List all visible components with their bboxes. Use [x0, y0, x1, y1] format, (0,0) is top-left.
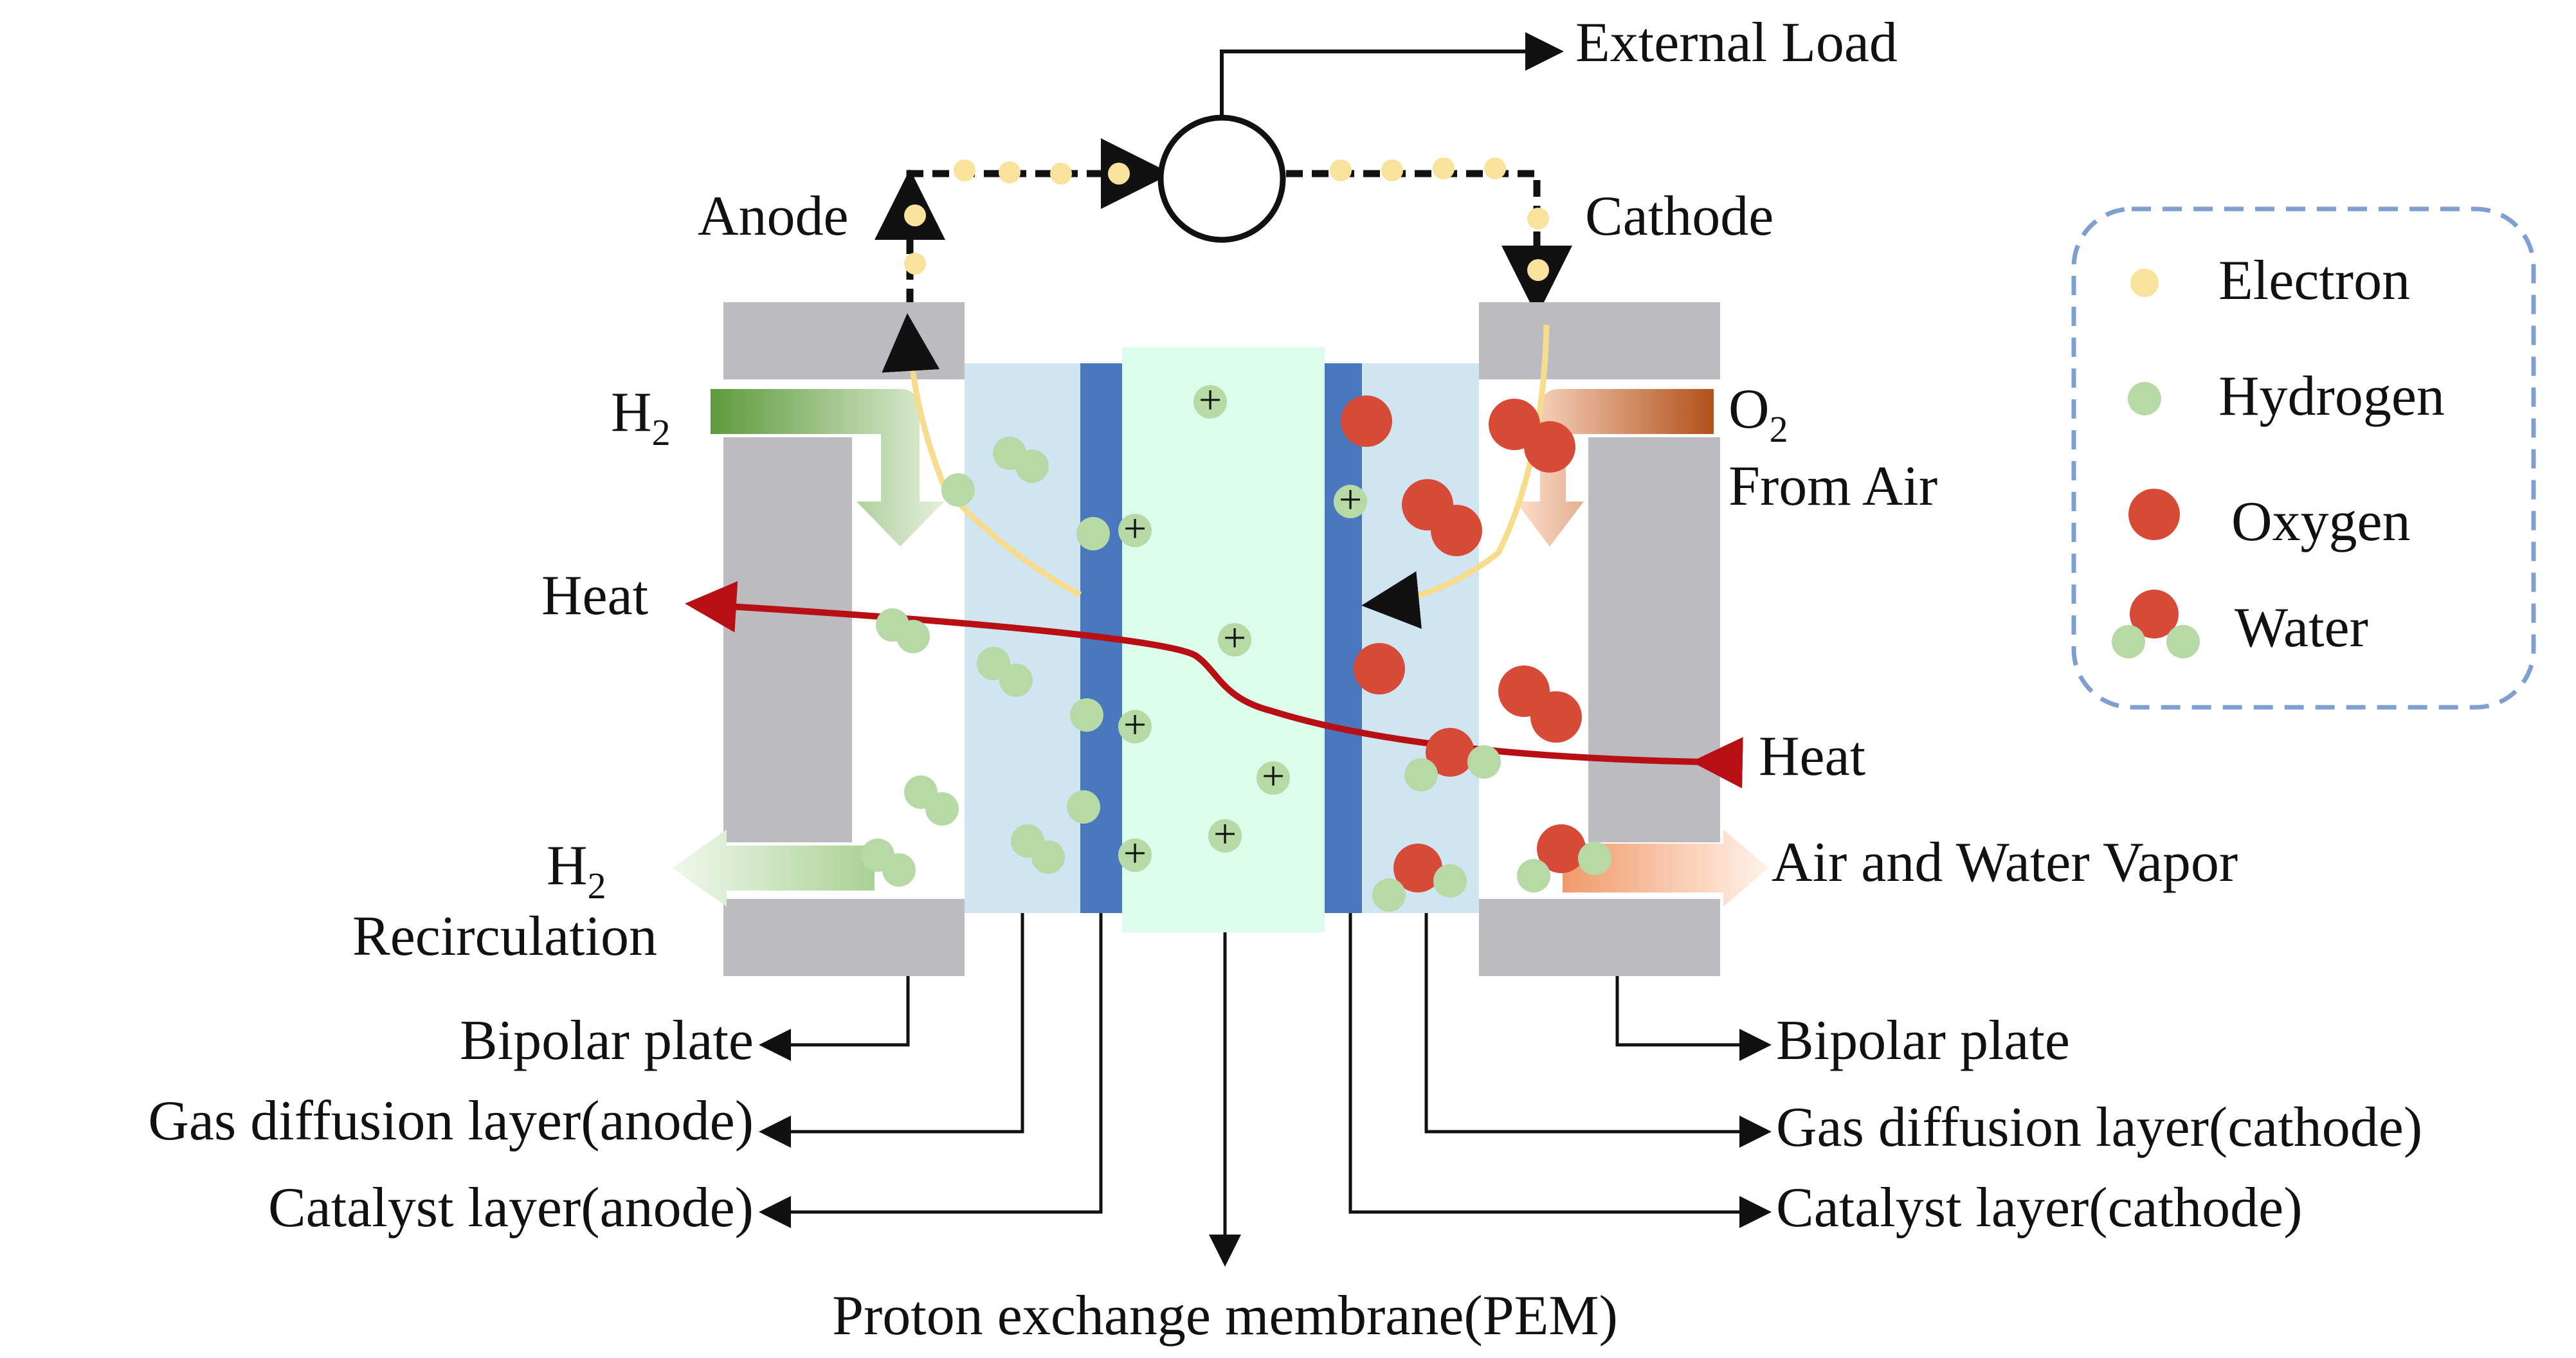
legend-water-swatch	[2130, 590, 2179, 638]
circuit-wire-left	[906, 138, 1172, 305]
gas-diffusion-layer-cathode	[1362, 363, 1479, 913]
air-water-vapor-arrow	[1563, 829, 1768, 907]
external-load-symbol	[1157, 114, 1286, 243]
air-water-vapor-label: Air and Water Vapor	[1772, 831, 2238, 894]
legend-oxygen-swatch	[2128, 489, 2180, 540]
legend-hydrogen-swatch	[2128, 382, 2161, 415]
circuit-wire-right	[1286, 170, 1572, 316]
h2-recirculation-arrow	[672, 829, 875, 907]
cathode-label: Cathode	[1585, 185, 1773, 248]
external-load-label: External Load	[1575, 12, 1898, 74]
proton-plus: +	[1213, 811, 1237, 856]
legend-electron-swatch	[2130, 269, 2159, 297]
o2-inlet-label: O2	[1728, 378, 1788, 450]
bipolar-plate-right-label: Bipolar plate	[1776, 1009, 2070, 1072]
heat-label-left: Heat	[541, 565, 648, 627]
legend: Electron Hydrogen Oxygen Water	[2071, 206, 2536, 710]
water-molecules	[1372, 728, 1611, 912]
from-air-label: From Air	[1728, 455, 1937, 518]
circuit-electrons	[904, 158, 1549, 281]
proton-plus: +	[1123, 830, 1147, 876]
proton-plus: +	[1123, 505, 1147, 551]
legend-water-label: Water	[2235, 597, 2368, 659]
gdl-cathode-label: Gas diffusion layer(cathode)	[1776, 1096, 2422, 1159]
external-load-lead	[1220, 32, 1564, 118]
legend-hydrogen-label: Hydrogen	[2218, 365, 2445, 428]
recirculation-label: Recirculation	[352, 905, 657, 968]
catalyst-layer-cathode	[1325, 363, 1362, 913]
hydrogen-particles	[861, 437, 1110, 887]
anode-label: Anode	[698, 185, 849, 248]
bipolar-plate-left-label: Bipolar plate	[460, 1009, 754, 1072]
proton-plus: +	[1339, 476, 1362, 522]
h2-inlet-arrow	[711, 389, 944, 547]
proton-plus: +	[1262, 753, 1285, 799]
proton-plus: +	[1123, 702, 1147, 747]
gdl-anode-label: Gas diffusion layer(anode)	[148, 1090, 754, 1152]
proton-markers: + + + + + + + +	[1118, 377, 1367, 876]
h2-inlet-label: H2	[611, 381, 671, 453]
external-circuit: External Load Anode Cathode	[698, 12, 1898, 316]
legend-electron-label: Electron	[2218, 249, 2410, 312]
catalyst-cathode-label: Catalyst layer(cathode)	[1776, 1177, 2303, 1239]
heat-label-right: Heat	[1759, 725, 1865, 788]
proton-plus: +	[1223, 615, 1246, 660]
proton-plus: +	[1199, 377, 1222, 422]
leader-lines	[759, 913, 1772, 1267]
heat-flow-curve	[685, 581, 1743, 789]
pem-label: Proton exchange membrane(PEM)	[832, 1285, 1618, 1347]
h2-recirculation-label: H2	[547, 835, 606, 907]
catalyst-anode-label: Catalyst layer(anode)	[268, 1177, 754, 1239]
legend-oxygen-label: Oxygen	[2231, 491, 2411, 553]
oxygen-particles	[1341, 395, 1582, 743]
legend-box	[2071, 206, 2536, 710]
